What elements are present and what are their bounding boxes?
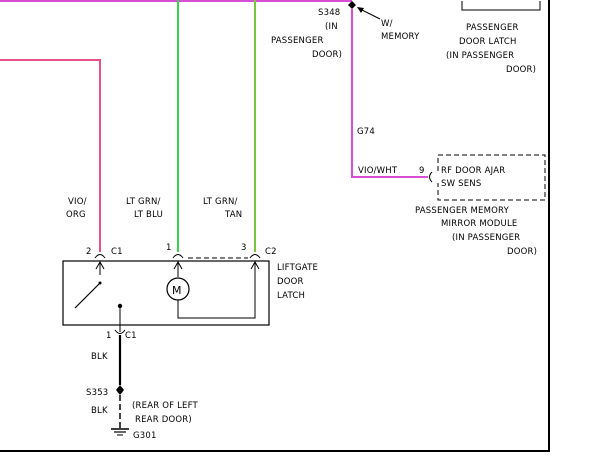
- c1-bottom-connector: [114, 329, 126, 334]
- motor-top-connector: [172, 254, 184, 259]
- g74-label: G74: [357, 127, 375, 137]
- motor-return-arrow: [250, 260, 260, 270]
- rear-door-label-2: REAR DOOR): [135, 415, 192, 425]
- blk-label-1: BLK: [91, 352, 108, 362]
- ltgrn-ltblu-label-2: LT BLU: [134, 210, 163, 220]
- w-memory-label-2: MEMORY: [381, 32, 420, 42]
- c2-label: C2: [265, 247, 277, 257]
- memory-module-label-3: (IN PASSENGER: [452, 233, 520, 243]
- memory-module-label-1: PASSENGER MEMORY: [415, 206, 510, 216]
- latch-switch-contact-top: [98, 281, 102, 285]
- pin-9-label: 9: [419, 166, 425, 176]
- s348-in-label: (IN: [325, 22, 338, 32]
- latch-switch-blade: [74, 282, 101, 309]
- memory-module-outline: [437, 154, 546, 201]
- s348-passenger-label: PASSENGER: [271, 36, 324, 46]
- memory-module-label-2: MIRROR MODULE: [441, 219, 517, 229]
- s348-label: S348: [318, 8, 340, 18]
- ground-g301-icon: [111, 428, 129, 436]
- rear-door-label-1: (REAR OF LEFT: [132, 401, 199, 411]
- memory-module-label-4: DOOR): [507, 247, 537, 257]
- blk-label-2: BLK: [91, 406, 108, 416]
- splice-s353: [116, 385, 124, 395]
- motor-return-wire: [177, 261, 256, 319]
- c1-top-connector: [94, 254, 106, 259]
- vio-wht-label: VIO/WHT: [358, 166, 398, 176]
- s348-door-label: DOOR): [312, 50, 342, 60]
- door-latch-label-2: DOOR LATCH: [459, 37, 517, 47]
- c2-connector: [249, 254, 261, 259]
- liftgate-label-2: DOOR: [277, 277, 304, 287]
- ltgrn-tan-label-2: TAN: [224, 210, 242, 220]
- door-latch-label-3: (IN PASSENGER: [446, 51, 514, 61]
- pin-1-bottom-label: 1: [106, 331, 112, 341]
- g301-label: G301: [133, 431, 157, 441]
- motor-label: M: [172, 284, 182, 297]
- rf-door-ajar-label-1: RF DOOR AJAR: [441, 166, 505, 176]
- s353-label: S353: [86, 388, 108, 398]
- liftgate-label-3: LATCH: [277, 291, 305, 301]
- rf-door-ajar-label-2: SW SENS: [441, 179, 481, 189]
- vio-org-label-2: ORG: [66, 210, 86, 220]
- c1-top-label: C1: [111, 247, 123, 257]
- ltgrn-tan-label-1: LT GRN/: [203, 197, 238, 207]
- vio-org-wire: [0, 59, 101, 252]
- pin-3-label: 3: [241, 243, 247, 253]
- door-latch-outline: [461, 1, 541, 11]
- vio-wht-wire: [351, 9, 428, 178]
- liftgate-latch-box: [62, 260, 270, 326]
- splice-s348: [348, 1, 356, 9]
- pin-1-top-label: 1: [166, 243, 172, 253]
- ltgrn-ltblu-label-1: LT GRN/: [126, 197, 161, 207]
- door-latch-label-4: DOOR): [506, 65, 536, 75]
- motor-arrow: [173, 260, 183, 270]
- pin-2-label: 2: [86, 247, 92, 257]
- c1-bottom-label: C1: [125, 331, 137, 341]
- w-memory-label-1: W/: [381, 19, 393, 29]
- latch-switch-arrow: [95, 260, 105, 270]
- vio-org-label-1: VIO/: [68, 197, 87, 207]
- w-memory-leader: [359, 8, 381, 20]
- door-latch-label-1: PASSENGER: [466, 23, 519, 33]
- module-connector: [429, 171, 433, 183]
- w-memory-arrowhead: [357, 7, 364, 13]
- liftgate-label-1: LIFTGATE: [277, 263, 318, 273]
